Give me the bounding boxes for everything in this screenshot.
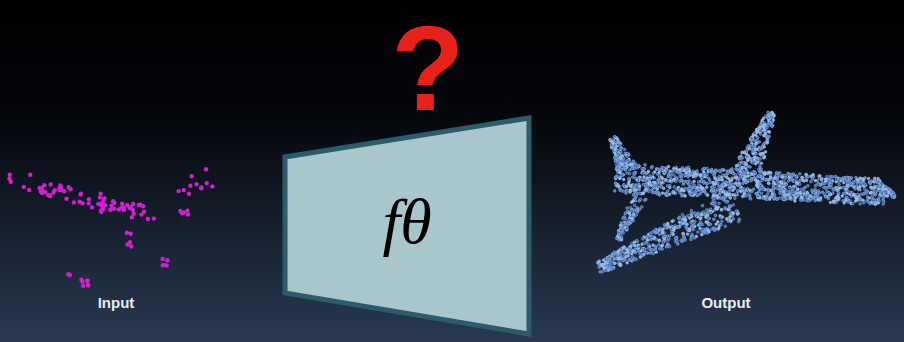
question-mark: ? <box>391 8 464 128</box>
function-label: fθ <box>382 185 431 259</box>
network-trapezoid: fθ <box>282 115 532 337</box>
output-point-cloud <box>596 111 896 273</box>
input-label: Input <box>98 294 135 311</box>
output-label: Output <box>701 294 750 311</box>
input-point-cloud <box>7 167 214 288</box>
